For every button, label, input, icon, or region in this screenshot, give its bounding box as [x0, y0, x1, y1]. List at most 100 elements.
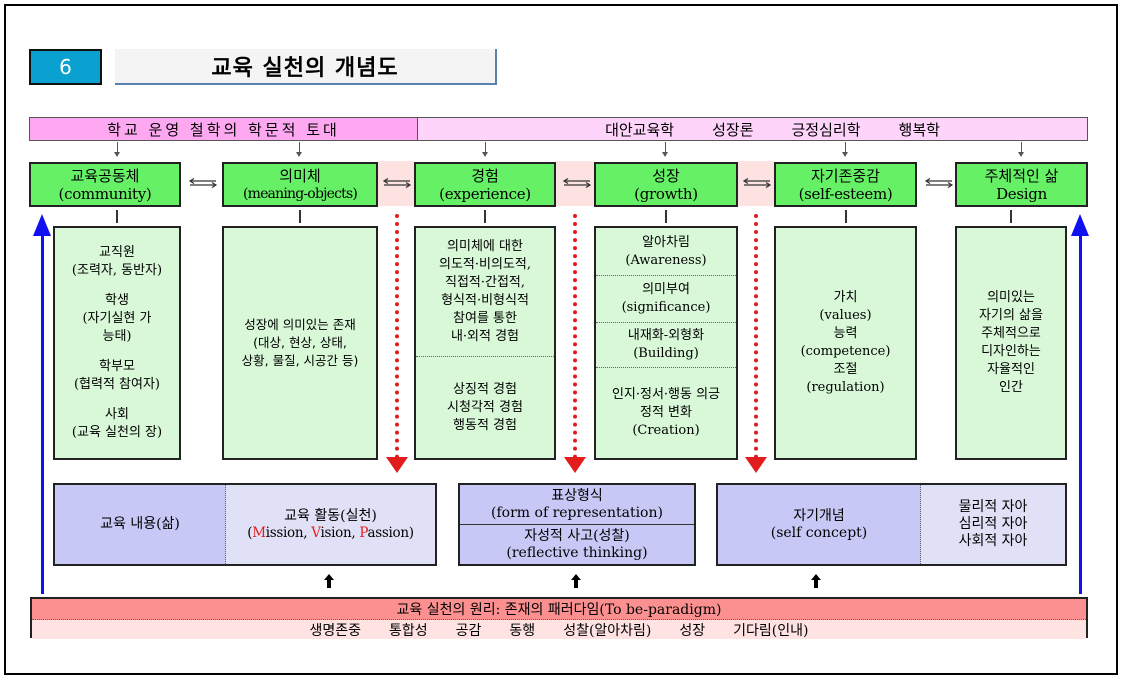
representation-form: 표상형식 (form of representation): [460, 485, 694, 525]
detail-line: 상징적 경험: [453, 381, 517, 397]
concept-ko: 의미체: [279, 166, 321, 185]
bidirectional-arrow-icon: [562, 178, 592, 188]
detail-line: 가치: [833, 290, 858, 305]
down-arrow-icon: [842, 142, 848, 157]
detail-line: 조절: [833, 362, 858, 377]
page-title: 교육 실천의 개념도: [115, 49, 497, 85]
blue-arrow-line-left: [41, 232, 44, 594]
detail-line: 디자인하는: [981, 344, 1041, 359]
member-title: 학생: [105, 293, 129, 308]
concept-experience: 경험 (experience): [414, 162, 556, 207]
blue-arrow-line-right: [1079, 232, 1082, 594]
self-type: 심리적 자아: [958, 516, 1028, 532]
stage-en: (Creation): [632, 423, 700, 438]
concept-ko: 주체적인 삶: [984, 166, 1059, 185]
reflective-ko: 자성적 사고(성찰): [524, 527, 630, 544]
detail-line: (competence): [800, 344, 891, 359]
up-arrow-icon: [811, 574, 821, 588]
concept-design: 주체적인 삶 Design: [955, 162, 1088, 207]
stage-ko: 알아차림: [642, 234, 690, 250]
red-down-arrow-icon: [386, 457, 408, 473]
dotted-arrow-line: [573, 214, 579, 459]
stage-ko: 인지·정서·행동 의긍정적 변화: [611, 387, 721, 420]
vision-rest: ision,: [320, 524, 360, 541]
section-number-badge: 6: [29, 49, 102, 85]
detail-line: 주체적으로: [981, 326, 1041, 341]
connector-line: [665, 210, 667, 223]
concept-self-esteem: 자기존중감 (self-esteem): [774, 162, 917, 207]
principle-value: 기다림(인내): [733, 622, 809, 639]
concept-ko: 자기존중감: [810, 166, 880, 185]
bidirectional-arrow-icon: [382, 178, 412, 188]
down-arrow-icon: [482, 142, 488, 157]
detail-growth: 알아차림 (Awareness) 의미부여 (significance) 내재화…: [594, 226, 738, 460]
discipline-growth-theory: 성장론: [712, 120, 754, 139]
up-arrow-icon: [324, 574, 334, 588]
self-type: 사회적 자아: [958, 533, 1028, 549]
member-role: (조력자, 동반자): [71, 263, 163, 278]
vision-initial: V: [311, 524, 321, 541]
bidirectional-arrow-icon: [188, 178, 218, 188]
detail-line: 참여를 통한: [453, 311, 517, 326]
mission-rest: ission,: [265, 524, 312, 541]
connector-line: [845, 210, 847, 223]
principle-values: 생명존중 통합성 공감 동행 성찰(알아차림) 성장 기다림(인내): [32, 620, 1086, 639]
blue-up-arrow-icon: [1071, 214, 1089, 236]
growth-building: 내재화-외형화 (Building): [596, 323, 736, 368]
connector-line: [116, 210, 118, 223]
education-content-label: 교육 내용(삶): [100, 516, 180, 532]
connector-line: [484, 210, 486, 223]
member-parent: 학부모 (협력적 참여자): [74, 358, 160, 394]
member-role: (교육 실천의 장): [71, 425, 163, 440]
member-title: 학부모: [99, 359, 135, 374]
experience-participation: 의미체에 대한 의도적·비의도적, 직접적·간접적, 형식적·비형식적 참여를 …: [416, 228, 554, 357]
detail-line: 직접적·간접적,: [444, 275, 526, 290]
blue-up-arrow-icon: [33, 214, 51, 236]
concept-community: 교육공동체 (community): [29, 162, 181, 207]
discipline-positive-psychology: 긍정심리학: [791, 120, 861, 139]
education-activity: 교육 활동(실천) (Mission, Vision, Passion): [226, 485, 435, 564]
dotted-arrow-line: [395, 214, 401, 459]
down-arrow-icon: [662, 142, 668, 157]
detail-design: 의미있는 자기의 삶을 주체적으로 디자인하는 자율적인 인간: [955, 226, 1067, 460]
detail-line: 행동적 경험: [453, 417, 517, 433]
member-role: (자기실현 가능태): [82, 311, 152, 344]
red-down-arrow-icon: [745, 457, 767, 473]
detail-line: 내·외적 경험: [450, 329, 520, 344]
stage-en: (Awareness): [625, 252, 707, 268]
self-concept-box: 자기개념 (self concept) 물리적 자아 심리적 자아 사회적 자아: [716, 483, 1067, 566]
reflective-en: (reflective thinking): [506, 544, 648, 561]
member-title: 사회: [105, 407, 129, 422]
detail-line: 인간: [999, 380, 1023, 395]
foundation-label: 학교 운영 철학의 학문적 토대: [29, 117, 417, 141]
concept-en: (growth): [634, 184, 698, 203]
education-content: 교육 내용(삶): [55, 485, 226, 564]
discipline-happiness-studies: 행복학: [898, 120, 940, 139]
detail-line: (values): [819, 308, 872, 323]
detail-line: 자기의 삶을: [979, 308, 1043, 323]
detail-line: 성장에 의미있는 존재: [244, 317, 356, 332]
concept-ko: 교육공동체: [70, 166, 140, 185]
principle-value: 성장: [679, 622, 706, 639]
self-concept-ko: 자기개념: [793, 507, 845, 524]
growth-creation: 인지·정서·행동 의긍정적 변화 (Creation): [596, 368, 736, 458]
concept-en: (community): [58, 184, 152, 203]
detail-line: 시청각적 경험: [447, 399, 523, 415]
detail-line: (regulation): [806, 380, 885, 395]
detail-line: 상황, 물질, 시공간 등): [241, 353, 359, 368]
detail-meaning-objects: 성장에 의미있는 존재 (대상, 현상, 상태, 상황, 물질, 시공간 등): [222, 226, 378, 460]
concept-en: (self-esteem): [798, 184, 893, 203]
mission-initial: M: [252, 524, 266, 541]
detail-line: 능력: [833, 326, 858, 341]
principle-value: 통합성: [389, 622, 428, 639]
representation-en: (form of representation): [491, 504, 663, 521]
principle-value: 공감: [455, 622, 482, 639]
paren: (: [247, 524, 253, 541]
concept-growth: 성장 (growth): [594, 162, 738, 207]
representation-box: 표상형식 (form of representation) 자성적 사고(성찰)…: [458, 483, 696, 566]
foundation-disciplines: 대안교육학 성장론 긍정심리학 행복학: [417, 117, 1088, 141]
principle-box: 교육 실천의 원리: 존재의 패러다임(To be-paradigm) 생명존중…: [30, 597, 1088, 639]
discipline-alternative-education: 대안교육학: [605, 120, 675, 139]
stage-ko: 의미부여: [642, 282, 690, 297]
passion-initial: P: [359, 524, 368, 541]
